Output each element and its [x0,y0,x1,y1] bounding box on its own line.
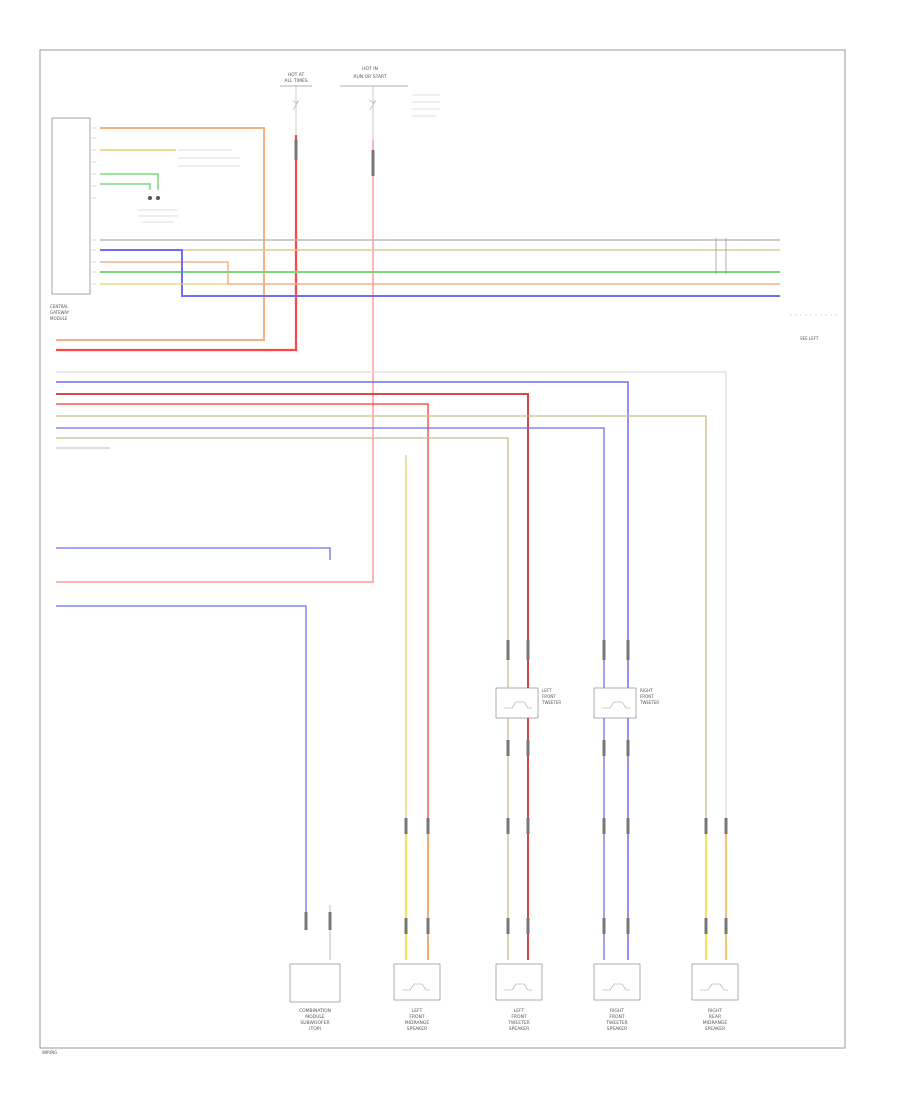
wire-blue-right-tweeter [56,427,605,640]
connector-hatches [294,140,728,934]
wire-pink-ignition [56,140,374,583]
speaker-right-front-tweeter: RIGHT FRONT TWEETER SPEAKER [593,963,641,1032]
speaker-left-front-midrange: LEFT FRONT MIDRANGE SPEAKER [393,963,441,1032]
bottom-module-label4: (TOP) [309,1026,322,1032]
left-tweeter-label3: TWEETER [541,700,561,705]
connector-ticks-right [715,238,727,274]
svg-text:FRONT: FRONT [511,1014,527,1020]
central-gateway-module [51,117,91,295]
svg-text:LEFT: LEFT [412,1008,423,1014]
speaker-right-rear-midrange: RIGHT REAR MIDRANGE SPEAKER [691,963,739,1032]
fuse-label-hot-in-run-line2: RUN OR START [353,74,386,80]
fuse-label-hot-at-all-times: HOT AT [288,72,305,78]
wire-blue-bus [100,249,780,297]
wire-white-rear-right [56,371,727,830]
splice-dot-2 [156,196,160,200]
speaker-left-front-tweeter: LEFT FRONT TWEETER SPEAKER [495,963,543,1032]
wire-red-left-mid [56,403,429,830]
svg-text:MIDRANGE: MIDRANGE [405,1020,430,1026]
right-tweeter-label2: FRONT [640,694,654,699]
bottom-module-label2: MODULE [305,1014,325,1020]
left-tweeter-label2: FRONT [542,694,556,699]
left-tweeter-icon [504,701,532,709]
bottom-module-label1: COMBINATION [299,1008,331,1014]
wire-blue-sub-2 [56,605,307,930]
ground-note [138,149,240,223]
relay-note [412,94,440,117]
wire-green-short-2 [100,183,151,190]
svg-text:SPEAKER: SPEAKER [407,1026,427,1032]
diagram-frame [39,49,846,1049]
svg-text:MIDRANGE: MIDRANGE [703,1020,728,1026]
right-front-tweeter [593,687,637,719]
right-connector-label: SEE LEFT [800,336,819,341]
right-tweeter-icon [602,701,630,709]
bottom-module-label3: SUBWOOFER [300,1020,329,1026]
wire-blue-right-front [56,381,629,640]
svg-text:RIGHT: RIGHT [610,1008,624,1014]
wire-blue-sub [56,547,331,560]
wire-olive-left-tweeter [56,437,509,640]
module-label-line3: MODULE [50,316,68,321]
svg-text:RIGHT: RIGHT [708,1008,722,1014]
wire-red-battery [56,135,298,352]
wire-orange-bus [100,261,780,285]
right-tweeter-label3: TWEETER [639,700,659,705]
footer-label: WIRING [42,1050,57,1055]
svg-text:TWEETER: TWEETER [605,1020,628,1026]
fuse-label-hot-at-all-times-line2: ALL TIMES [284,78,307,84]
fuse-symbol-right [369,86,377,140]
svg-text:FRONT: FRONT [409,1014,425,1020]
fuse-label-hot-in-run: HOT IN [362,66,378,72]
svg-text:REAR: REAR [709,1014,721,1020]
combination-module-subwoofer [289,963,341,1003]
splice-dot [148,196,152,200]
wire-red-left-tweeter [56,393,529,640]
left-tweeter-label1: LEFT [542,688,552,693]
wire-olive-rear [56,415,707,830]
module-label-line2: GATEWAY [50,310,70,315]
svg-text:SPEAKER: SPEAKER [607,1026,627,1032]
right-tweeter-label1: RIGHT [640,688,653,693]
svg-text:SPEAKER: SPEAKER [705,1026,725,1032]
left-front-tweeter [495,687,539,719]
svg-text:LEFT: LEFT [514,1008,525,1014]
fuse-symbol-left [292,86,300,135]
svg-text:SPEAKER: SPEAKER [509,1026,529,1032]
svg-text:TWEETER: TWEETER [507,1020,530,1026]
wire-orange-top [56,127,265,341]
module-pin-labels [92,127,96,285]
svg-text:FRONT: FRONT [609,1014,625,1020]
module-label-line1: CENTRAL [50,304,69,309]
wire-green-short [100,173,159,190]
